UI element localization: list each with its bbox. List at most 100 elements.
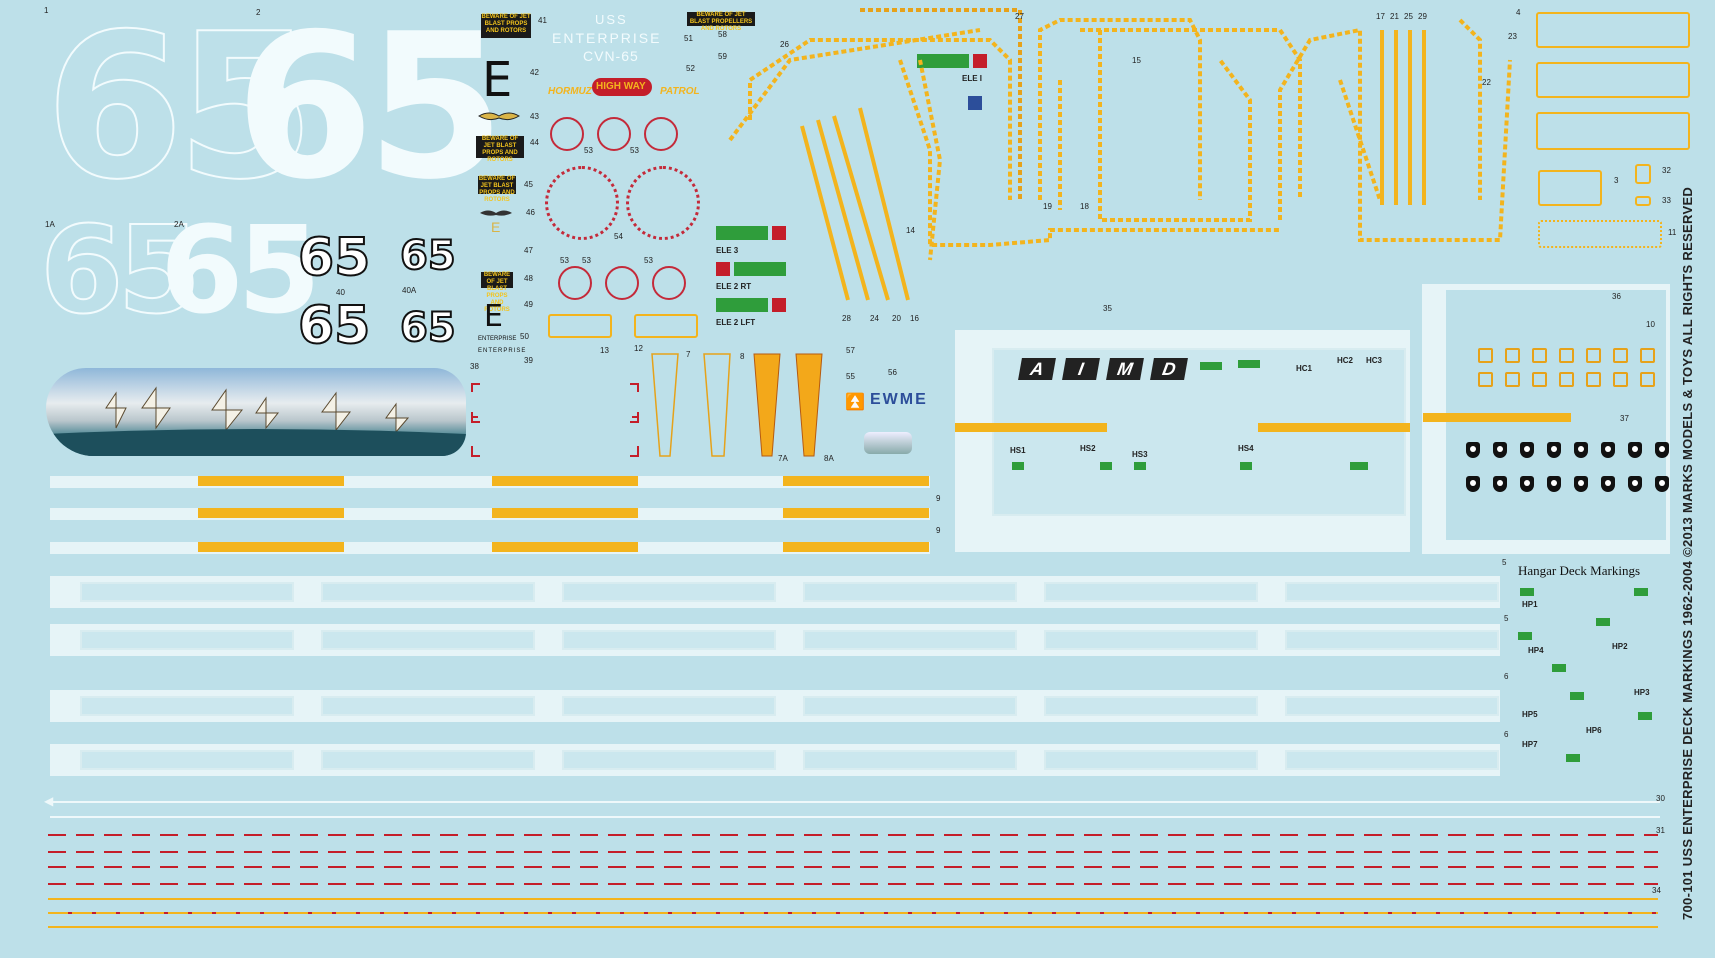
decal-number-label: 22: [1482, 78, 1491, 87]
enterprise-small-50b: ENTERPRISE: [478, 348, 527, 354]
decal-number-label: 50: [520, 332, 529, 341]
deck-panel: [1285, 582, 1499, 602]
decal-number-label: 19: [1043, 202, 1052, 211]
ring-53a: [550, 117, 584, 151]
box-33: [1635, 196, 1651, 206]
decal-number-label: 12: [634, 344, 643, 353]
ring-53d: [558, 266, 592, 300]
shield-icon: [1601, 442, 1615, 458]
deck-panel: [80, 750, 294, 770]
aimd-m: M: [1106, 358, 1144, 380]
decal-number-label: 5: [1504, 614, 1509, 623]
deck-panel: [80, 582, 294, 602]
deck-panel: [80, 630, 294, 650]
decal-number-label: 23: [1508, 32, 1517, 41]
decal-number-label: 45: [524, 180, 533, 189]
decal-number-label: 25: [1404, 12, 1413, 21]
hc3-label: HC3: [1366, 356, 1383, 365]
decal-number-label: 30: [1656, 794, 1665, 803]
hc1-label: HC1: [1296, 364, 1313, 373]
warning-decal-41: BEWARE OF JET BLAST PROPS AND ROTORS: [481, 14, 531, 38]
ele2rt-label: ELE 2 RT: [716, 282, 752, 291]
deck-panel: [1044, 696, 1258, 716]
small-square: [1505, 372, 1520, 387]
arrow-line-30: [50, 801, 1660, 803]
ele2lft-label: ELE 2 LFT: [716, 318, 756, 327]
decal-number-label: 58: [718, 30, 727, 39]
deck-panel: [1285, 630, 1499, 650]
deck-panel: [803, 582, 1017, 602]
decal-number-label: 40A: [402, 286, 417, 295]
deck-panel: [803, 750, 1017, 770]
decal-number-label: 53: [644, 256, 653, 265]
shield-icon: [1493, 476, 1507, 492]
small-square: [1586, 372, 1601, 387]
ele1-block: [917, 54, 969, 68]
hp-green-3: [1596, 618, 1610, 626]
decal-number-label: 56: [888, 368, 897, 377]
ybar-9: [783, 542, 929, 552]
hull-number-outline-large: 65: [44, 0, 316, 224]
small-square: [1532, 372, 1547, 387]
deck-panel: [321, 630, 535, 650]
aimd-i: I: [1062, 358, 1100, 380]
hormuz-text: HORMUZ: [548, 86, 592, 97]
small-square: [1613, 372, 1628, 387]
ele2lft-red: [772, 298, 786, 312]
shield-icon: [1574, 442, 1588, 458]
hull-number-solid-large: 65: [235, 0, 505, 224]
decal-number-label: 7A: [778, 454, 788, 463]
deck-panel: [562, 696, 776, 716]
deck-panel: [803, 696, 1017, 716]
decal-number-label: 42: [530, 68, 539, 77]
ybar-2: [492, 476, 638, 486]
ele2lft-block: [716, 298, 768, 312]
deck-panel: [321, 750, 535, 770]
ybar-1: [198, 476, 344, 486]
decal-number-label: 44: [530, 138, 539, 147]
shield-icon: [1520, 476, 1534, 492]
ring-53b: [597, 117, 631, 151]
aimd-yellow-right: [1258, 423, 1410, 432]
shield-icon: [1466, 476, 1480, 492]
decal-number-label: 6: [1504, 672, 1509, 681]
hs-green-1: [1012, 462, 1024, 470]
small-square: [1505, 348, 1520, 363]
hp-green-4: [1518, 632, 1532, 640]
decal-number-label: 53: [630, 146, 639, 155]
decal-number-label: 1: [44, 6, 49, 15]
decal-number-label: 54: [614, 232, 623, 241]
hp2-label: HP2: [1612, 642, 1628, 651]
dash-line: [48, 898, 1658, 900]
enterprise-title: ENTERPRISE: [552, 30, 662, 46]
hp6-label: HP6: [1586, 726, 1602, 735]
decal-number-label: 32: [1662, 166, 1671, 175]
decal-number-label: 35: [1103, 304, 1112, 313]
shield-icon: [1655, 442, 1669, 458]
ewme-text: EWME: [870, 391, 928, 408]
wedge-markings: [651, 353, 823, 457]
dash-line: [48, 866, 1658, 868]
decal-number-label: 57: [846, 346, 855, 355]
deck-panel: [803, 630, 1017, 650]
shield-icon: [1628, 442, 1642, 458]
aimd-d: D: [1150, 358, 1188, 380]
hull-number-black-lower-small: 65: [399, 305, 457, 351]
taxi-lines: [728, 8, 1512, 301]
decal-number-label: 9: [936, 526, 941, 535]
box-13: [548, 314, 612, 338]
shield-icon: [1493, 442, 1507, 458]
deck-panel: [1044, 630, 1258, 650]
decal-number-label: 41: [538, 16, 547, 25]
decal-number-label: 6: [1504, 730, 1509, 739]
ele3-red: [772, 226, 786, 240]
wings-icon: [478, 112, 520, 121]
decal-number-label: 20: [892, 314, 901, 323]
deck-panel: [562, 750, 776, 770]
warning-decal-44: BEWARE OF JET BLAST PROPS AND ROTORS: [476, 136, 524, 163]
deck-panel: [1044, 750, 1258, 770]
hp-green-7: [1638, 712, 1652, 720]
ele3-label: ELE 3: [716, 246, 739, 255]
decal-number-label: 55: [846, 372, 855, 381]
corner-brackets: [471, 383, 639, 457]
